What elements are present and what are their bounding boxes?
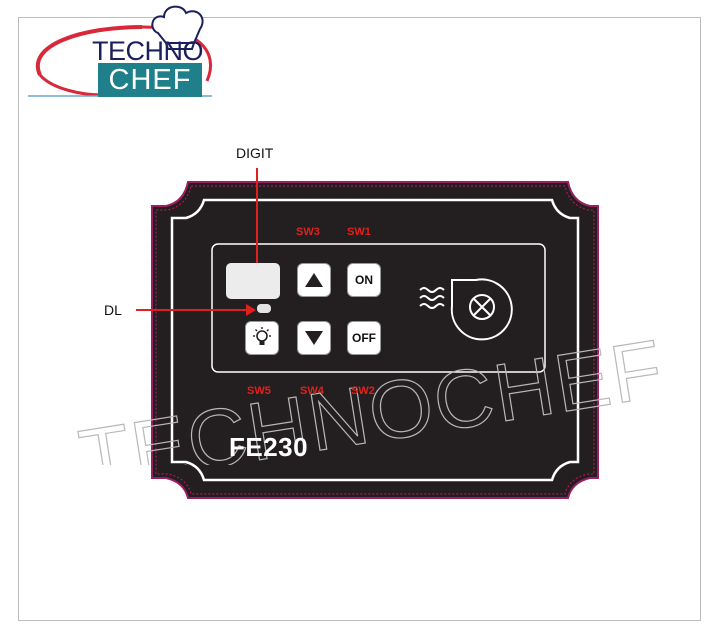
dl-label: DL: [104, 302, 122, 318]
up-button[interactable]: [297, 263, 331, 297]
panel-inner-border: [170, 198, 580, 482]
digit-label: DIGIT: [236, 145, 274, 161]
sw3-label: SW3: [296, 226, 320, 238]
sw1-label: SW1: [347, 226, 371, 238]
on-button[interactable]: ON: [347, 263, 381, 297]
logo-chef-text: CHEF: [108, 64, 192, 96]
light-bulb-icon: [253, 327, 271, 345]
panel-outline-dotted: [155, 185, 595, 495]
down-button[interactable]: [297, 321, 331, 355]
technochef-logo: TECHNO CHEF: [22, 3, 222, 103]
dl-led: [257, 304, 271, 313]
model-label: FE230: [229, 432, 309, 462]
off-button-label: OFF: [352, 331, 376, 345]
control-window: [211, 243, 546, 373]
down-arrow-icon: [305, 331, 323, 345]
dl-callout-arrow: [136, 304, 256, 316]
sw4-label: SW4: [300, 385, 324, 397]
chef-hat-icon: [151, 5, 204, 50]
fan-icon: [419, 278, 513, 341]
digit-display: [226, 263, 280, 299]
up-arrow-icon: [305, 273, 323, 287]
sw5-label: SW5: [247, 385, 271, 397]
logo-chef-box: CHEF: [98, 63, 202, 97]
sw2-label: SW2: [351, 385, 375, 397]
image-frame: [18, 17, 701, 621]
logo-techno-text: TECHNO: [92, 36, 204, 66]
off-button[interactable]: OFF: [347, 321, 381, 355]
light-button[interactable]: [245, 321, 279, 355]
on-button-label: ON: [355, 273, 373, 287]
